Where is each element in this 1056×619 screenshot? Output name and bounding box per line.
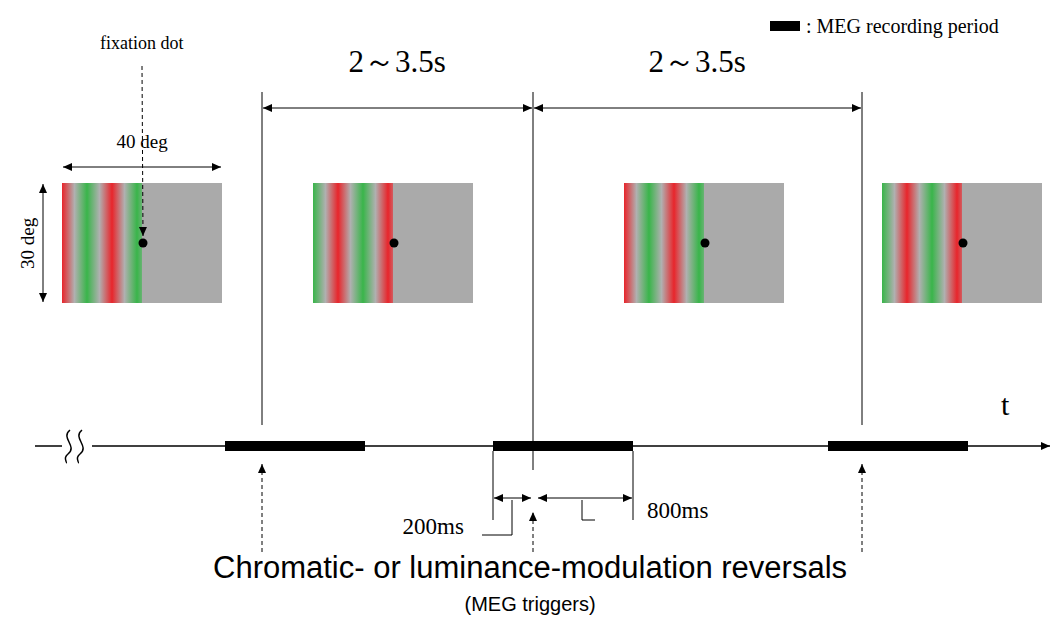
dimension-arrow (63, 167, 221, 168)
dimension-arrow (43, 184, 44, 302)
legend-swatch (770, 21, 800, 31)
stimulus-panel (882, 183, 1042, 303)
interval-arrow (534, 108, 861, 109)
caption-line: (MEG triggers) (465, 593, 596, 615)
callout-label: fixation dot (100, 34, 184, 54)
duration-marks (482, 425, 633, 535)
stimulus-panel (62, 183, 222, 303)
trigger-arrow (262, 464, 862, 552)
caption-line: Chromatic- or luminance-modulation rever… (213, 551, 847, 585)
stimulus-panel (313, 183, 473, 303)
stimulus-panel (624, 183, 784, 303)
dimension-label: 40 deg (117, 132, 168, 153)
interval-label: 2～3.5s (649, 45, 746, 79)
interval-label: 2～3.5s (349, 45, 446, 79)
dimension-label: 30 deg (18, 217, 39, 268)
axis-label: t (1001, 388, 1009, 421)
axis-break (62, 430, 92, 462)
interval-arrow (263, 108, 532, 109)
duration-label: 200ms (403, 514, 464, 539)
legend-text: : MEG recording period (806, 15, 999, 37)
axis-break (65, 430, 83, 463)
duration-label: 800ms (647, 498, 708, 523)
event-line (262, 92, 862, 425)
recording-bar (225, 441, 968, 451)
